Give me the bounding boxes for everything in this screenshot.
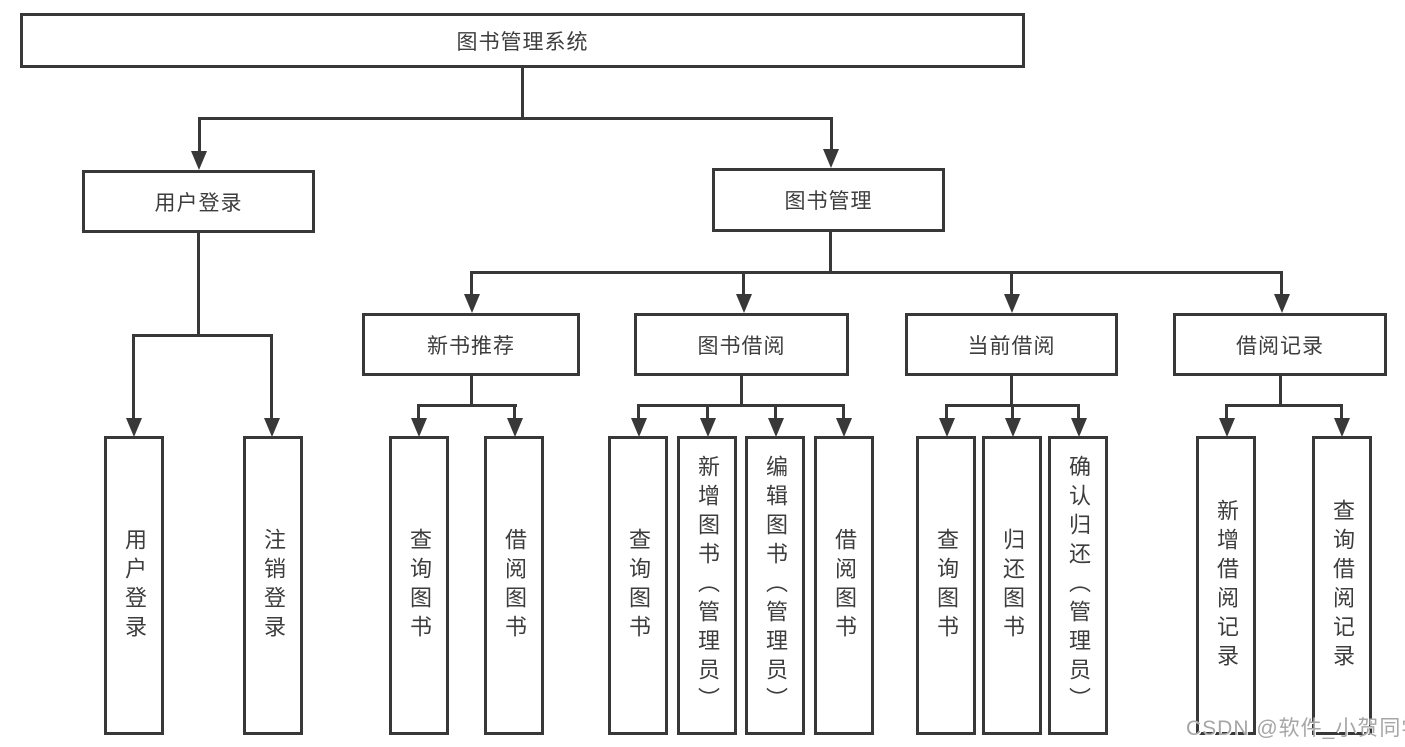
connector-drop-bor-edit	[774, 404, 777, 420]
arrow-to-recommend-icon	[464, 294, 480, 313]
connector-drop-recd-add	[1225, 404, 1228, 420]
connector-drop-cur-confirm	[1077, 404, 1080, 420]
arrow-to-bor-add-icon	[700, 418, 716, 437]
arrow-to-recd-query-icon	[1334, 418, 1350, 437]
connector-borrow-split	[637, 404, 845, 407]
leaf-records-add-record: 新增借阅记录	[1196, 436, 1256, 735]
arrow-to-rec-query-icon	[411, 418, 427, 437]
leaf-borrow-add-book-admin: 新增图书（管理员）	[677, 436, 737, 735]
connector-drop-recd-query	[1340, 404, 1343, 420]
arrow-to-user-login-icon	[191, 151, 207, 170]
leaf-borrow-edit-book-admin: 编辑图书（管理员）	[745, 436, 805, 735]
arrow-to-records-icon	[1274, 294, 1290, 313]
connector-borrow-stem	[740, 376, 743, 407]
connector-drop-login	[198, 117, 201, 153]
connector-bookmgmt-split	[470, 271, 1283, 274]
leaf-records-query-record: 查询借阅记录	[1312, 436, 1372, 735]
connector-records-stem	[1279, 376, 1282, 407]
node-user-login: 用户登录	[82, 170, 315, 233]
connector-login-split	[132, 334, 272, 337]
connector-drop-cur-query	[945, 404, 948, 420]
arrow-to-bor-query-icon	[631, 418, 647, 437]
node-borrow-records: 借阅记录	[1173, 313, 1387, 376]
node-book-borrow: 图书借阅	[634, 313, 849, 376]
connector-drop-cur-return	[1011, 404, 1014, 420]
connector-drop-leaf-login	[132, 334, 135, 420]
connector-current-stem	[1010, 376, 1013, 407]
arrow-to-cur-return-icon	[1005, 418, 1021, 437]
connector-root-split	[199, 117, 832, 120]
arrow-to-bor-lend-icon	[836, 418, 852, 437]
node-root: 图书管理系统	[20, 13, 1025, 68]
leaf-user-login: 用户登录	[104, 436, 164, 735]
arrow-to-current-icon	[1004, 294, 1020, 313]
connector-recommend-split	[417, 404, 517, 407]
arrow-to-leaf-logout-icon	[264, 418, 280, 437]
connector-drop-rec-query	[417, 404, 420, 420]
node-current-borrow: 当前借阅	[905, 313, 1118, 376]
csdn-watermark: CSDN @软件_小贺同学	[1186, 717, 1405, 740]
leaf-recommend-borrow-books: 借阅图书	[484, 436, 544, 735]
connector-login-stem	[197, 233, 200, 337]
connector-recommend-stem	[470, 376, 473, 407]
node-book-mgmt: 图书管理	[712, 168, 945, 232]
connector-root-stem	[521, 68, 524, 120]
connector-drop-borrow	[742, 271, 745, 297]
arrow-to-rec-borrow-icon	[507, 418, 523, 437]
arrow-to-borrow-icon	[736, 294, 752, 313]
arrow-to-bor-edit-icon	[768, 418, 784, 437]
connector-drop-rec-borrow	[513, 404, 516, 420]
connector-drop-leaf-logout	[270, 334, 273, 420]
connector-drop-recommend	[470, 271, 473, 297]
leaf-borrow-query-books: 查询图书	[608, 436, 668, 735]
connector-drop-bor-add	[706, 404, 709, 420]
connector-drop-records	[1280, 271, 1283, 297]
leaf-current-return-books: 归还图书	[982, 436, 1042, 735]
arrow-to-leaf-user-login-icon	[126, 418, 142, 437]
connector-drop-bor-lend	[842, 404, 845, 420]
leaf-borrow-lend-books: 借阅图书	[814, 436, 874, 735]
arrow-to-cur-confirm-icon	[1071, 418, 1087, 437]
arrow-to-book-mgmt-icon	[823, 149, 839, 168]
connector-drop-bookmgmt	[830, 117, 833, 150]
leaf-recommend-query-books: 查询图书	[389, 436, 449, 735]
leaf-current-query-books: 查询图书	[916, 436, 976, 735]
arrow-to-cur-query-icon	[939, 418, 955, 437]
connector-bookmgmt-stem	[829, 232, 832, 274]
connector-records-split	[1225, 404, 1343, 407]
node-new-book-recommend: 新书推荐	[362, 313, 580, 376]
arrow-to-recd-add-icon	[1219, 418, 1235, 437]
leaf-logout: 注销登录	[243, 436, 303, 735]
leaf-current-confirm-return-admin: 确认归还（管理员）	[1048, 436, 1108, 735]
connector-drop-bor-query	[637, 404, 640, 420]
connector-drop-current	[1010, 271, 1013, 297]
